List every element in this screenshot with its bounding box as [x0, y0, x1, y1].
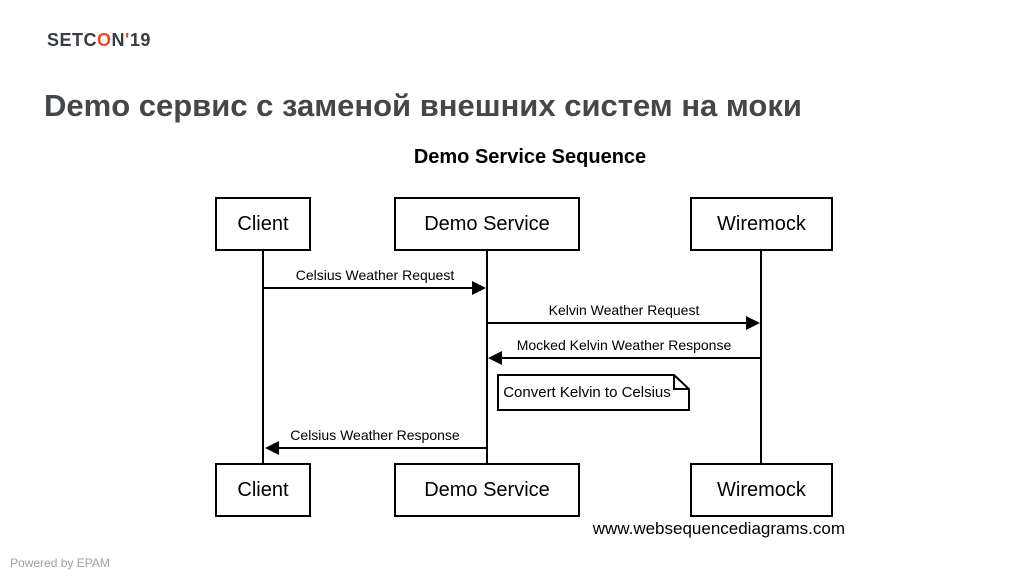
diagram-title: Demo Service Sequence: [413, 146, 647, 168]
lifeline-wiremock: [760, 251, 762, 463]
actor-box-wiremock-bottom: Wiremock: [690, 463, 833, 517]
note-shape-icon: [497, 374, 690, 411]
setcon-logo: SETCON'19: [47, 30, 151, 51]
arrowhead-right-icon: [472, 281, 486, 295]
message-label-kelvin-weather-request: Kelvin Weather Request: [548, 302, 700, 318]
arrowhead-left-icon: [265, 441, 279, 455]
actor-label-demo-service: Demo Service: [424, 478, 550, 501]
message-label-celsius-weather-response: Celsius Weather Response: [290, 427, 460, 443]
logo-text-part3: 19: [129, 30, 151, 50]
logo-apostrophe-accent: ': [125, 30, 130, 50]
message-label-celsius-weather-request: Celsius Weather Request: [295, 267, 455, 283]
actor-label-wiremock: Wiremock: [717, 478, 806, 501]
websequencediagrams-watermark: www.websequencediagrams.com: [592, 519, 845, 538]
actor-box-demo-service-bottom: Demo Service: [394, 463, 580, 517]
powered-by-footer: Powered by EPAM: [10, 556, 110, 570]
actor-box-demo-service-top: Demo Service: [394, 197, 580, 251]
note-convert-kelvin-to-celsius: Convert Kelvin to Celsius: [497, 374, 690, 411]
logo-text-part2: N: [111, 30, 126, 50]
message-line-celsius-weather-request: [263, 287, 474, 289]
message-label-mocked-kelvin-weather-response: Mocked Kelvin Weather Response: [516, 337, 732, 353]
actor-box-client-top: Client: [215, 197, 311, 251]
lifeline-demo-service: [486, 251, 488, 463]
actor-label-wiremock: Wiremock: [717, 212, 806, 235]
note-label: Convert Kelvin to Celsius: [503, 384, 671, 401]
message-line-celsius-weather-response: [278, 447, 487, 449]
arrowhead-right-icon: [746, 316, 760, 330]
logo-text-part1: SETC: [47, 30, 98, 50]
message-line-mocked-kelvin-weather-response: [501, 357, 761, 359]
actor-box-client-bottom: Client: [215, 463, 311, 517]
actor-label-client: Client: [237, 212, 289, 235]
actor-box-wiremock-top: Wiremock: [690, 197, 833, 251]
actor-label-demo-service: Demo Service: [424, 212, 550, 235]
slide-title: Demo сервис с заменой внешних систем на …: [44, 88, 802, 123]
lifeline-client: [262, 251, 264, 463]
arrowhead-left-icon: [488, 351, 502, 365]
actor-label-client: Client: [237, 478, 289, 501]
logo-o-accent: O: [97, 30, 112, 50]
message-line-kelvin-weather-request: [487, 322, 748, 324]
